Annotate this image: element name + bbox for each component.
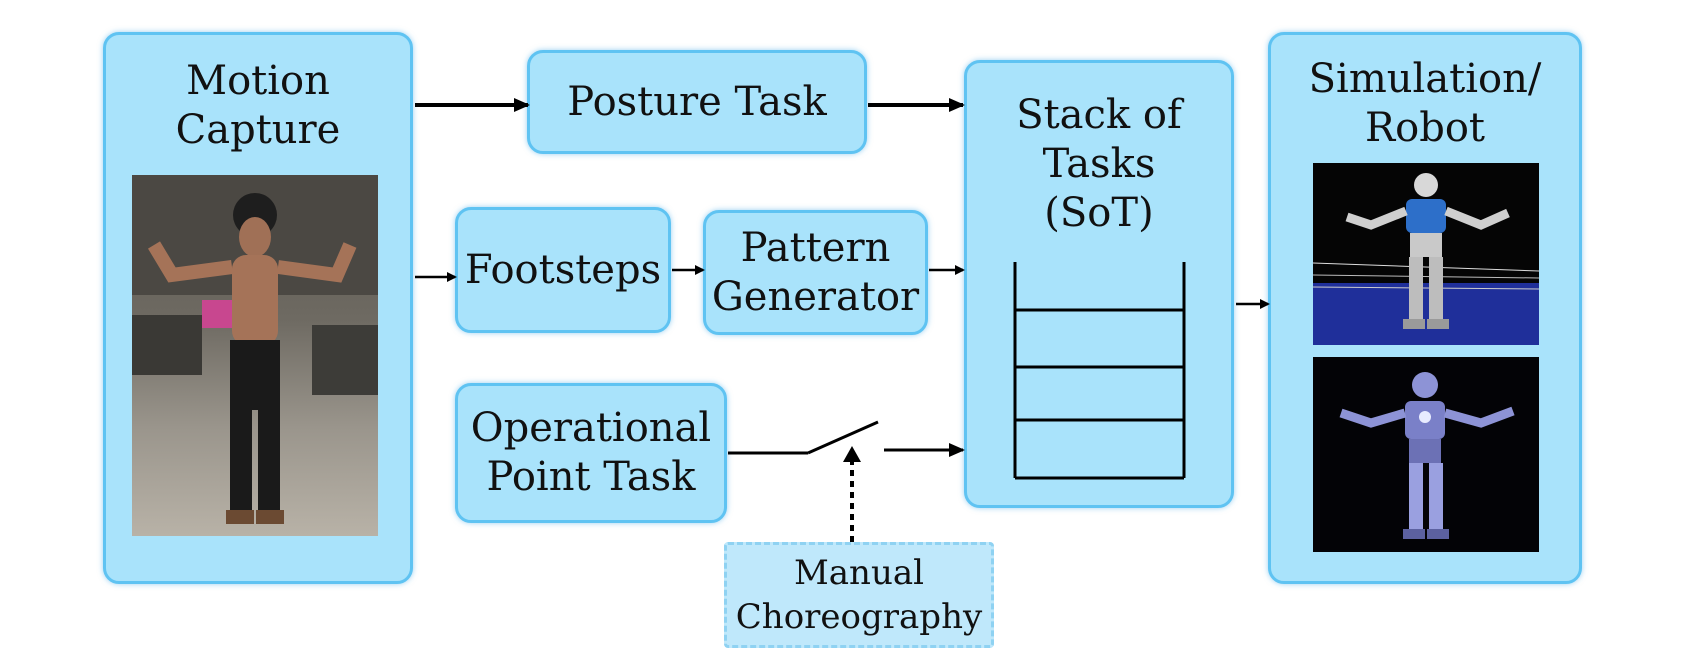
simulation-robot-image xyxy=(1313,163,1539,345)
pattern-generator-label: Pattern Generator xyxy=(711,224,920,320)
motion-capture-label: Motion Capture xyxy=(175,58,341,153)
task-stack-drawing xyxy=(1013,262,1186,480)
footsteps-label: Footsteps xyxy=(464,246,662,293)
operational-point-task-node: Operational Point Task xyxy=(455,383,727,523)
switch-lever xyxy=(807,420,879,455)
posture-task-label: Posture Task xyxy=(567,78,827,125)
manual-choreography-node: Manual Choreography xyxy=(724,542,994,648)
pattern-generator-node: Pattern Generator xyxy=(703,210,928,335)
stack-of-tasks-label: Stack of Tasks (SoT) xyxy=(1016,92,1182,236)
manual-choreography-label: Manual Choreography xyxy=(735,552,983,637)
stack-of-tasks-node: Stack of Tasks (SoT) xyxy=(964,60,1234,508)
arrow-choreography-head xyxy=(843,446,861,462)
operational-point-task-label: Operational Point Task xyxy=(470,405,712,500)
footsteps-node: Footsteps xyxy=(455,207,671,333)
posture-task-node: Posture Task xyxy=(527,50,867,154)
real-robot-image xyxy=(1313,357,1539,552)
simulation-robot-label: Simulation/ Robot xyxy=(1308,56,1542,151)
motion-capture-photo xyxy=(132,175,378,536)
